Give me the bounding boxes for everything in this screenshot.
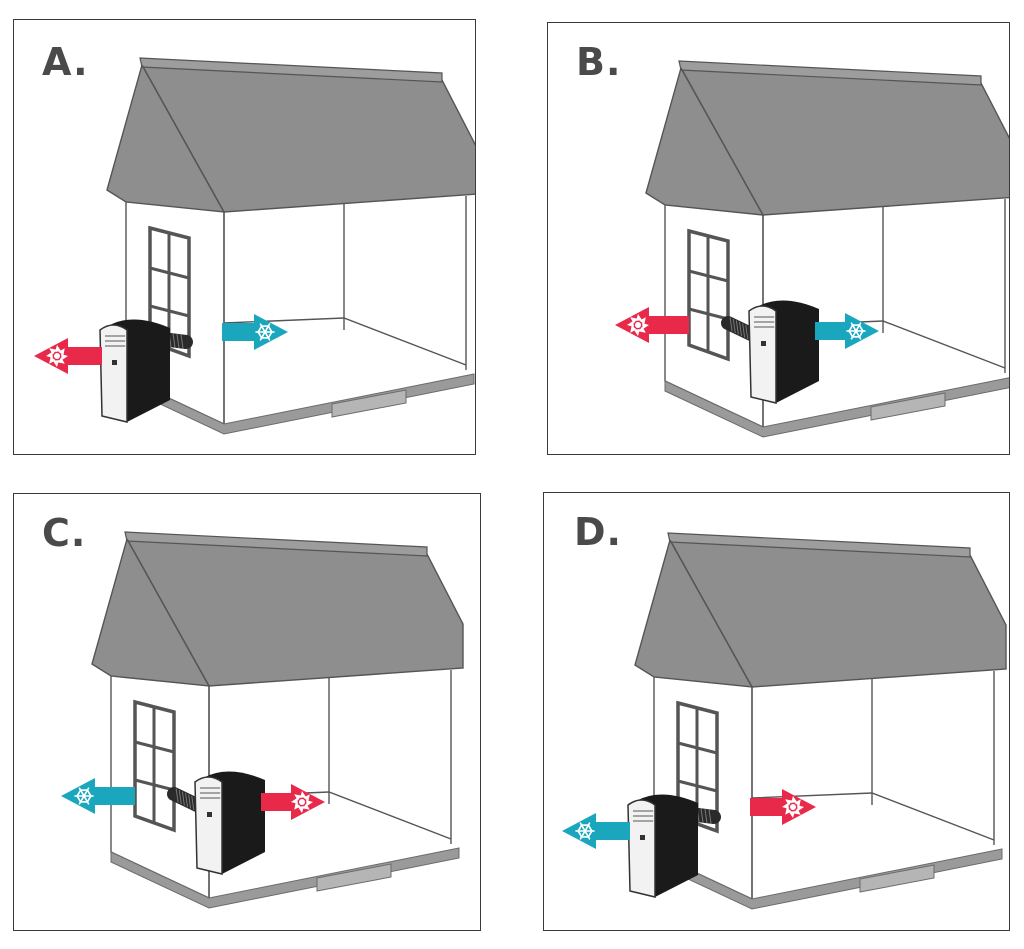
sun-icon (46, 345, 68, 367)
house (562, 532, 1007, 910)
cold-air-arrow (222, 314, 288, 350)
floor-band (110, 847, 460, 909)
floor-step (316, 863, 392, 892)
floor-step (331, 389, 407, 418)
house-diagram (34, 57, 475, 435)
cold-air-arrow (815, 313, 879, 349)
roof (91, 531, 464, 687)
house (34, 57, 475, 435)
window (687, 228, 730, 362)
panel-label: B. (576, 40, 622, 84)
hot-air-arrow (750, 789, 816, 825)
panel-b: B. (547, 22, 1010, 455)
floor-band (664, 377, 1009, 438)
portable-ac-unit (99, 319, 170, 423)
hot-air-arrow (261, 784, 325, 820)
roof-ridge (678, 60, 982, 86)
sun-icon (627, 314, 649, 336)
roof (645, 60, 1009, 216)
panel-label: C. (42, 511, 87, 555)
cold-air-arrow (562, 813, 630, 849)
roof-ridge (667, 532, 971, 558)
hot-air-arrow (615, 307, 689, 343)
panel-d: D. (543, 492, 1010, 931)
house-diagram (615, 60, 1009, 438)
panel-label: A. (42, 40, 89, 84)
cold-air-arrow (61, 778, 135, 814)
floor-step (870, 392, 946, 421)
house (615, 60, 1009, 438)
panel-c: C. (13, 493, 481, 931)
snowflake-icon (74, 787, 94, 805)
panel-label: D. (574, 510, 622, 554)
window (133, 699, 176, 833)
panel-a: A. (13, 19, 476, 455)
portable-ac-unit (627, 794, 698, 898)
floor-step (859, 864, 935, 893)
roof-ridge (124, 531, 428, 557)
portable-ac-unit (194, 771, 265, 875)
house-diagram (61, 531, 464, 909)
sun-icon (782, 796, 804, 818)
snowflake-icon (575, 822, 595, 840)
roof-ridge (139, 57, 443, 83)
house-diagram (562, 532, 1007, 910)
sun-icon (291, 791, 313, 813)
portable-ac-unit (748, 300, 819, 404)
snowflake-icon (255, 323, 275, 341)
house (61, 531, 464, 909)
snowflake-icon (846, 322, 866, 340)
roof (106, 57, 475, 213)
roof (634, 532, 1007, 688)
hot-air-arrow (34, 338, 102, 374)
